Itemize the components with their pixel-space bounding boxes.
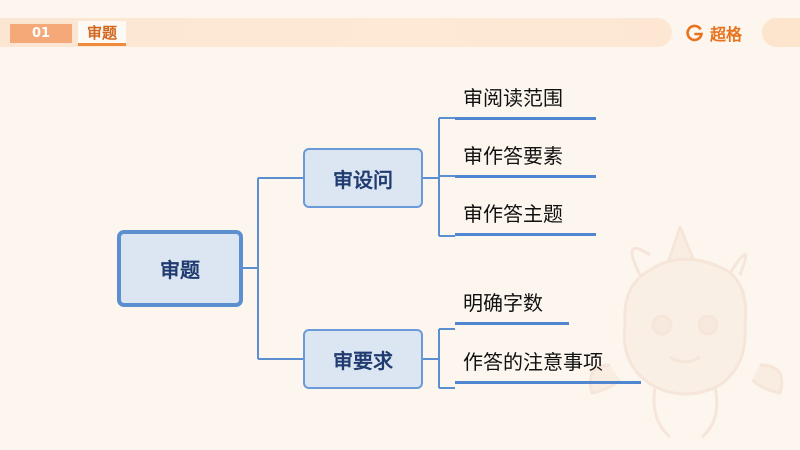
header-right-decoration xyxy=(762,18,800,47)
mindmap-leaf-node: 明确字数 xyxy=(455,287,569,325)
mindmap-leaf-node: 审阅读范围 xyxy=(455,82,596,120)
section-title-underline xyxy=(78,43,126,46)
brand-g-icon xyxy=(686,24,704,42)
section-number: 01 xyxy=(10,24,72,43)
mindmap-branch-node: 审要求 xyxy=(303,329,423,389)
mindmap-leaf-node: 作答的注意事项 xyxy=(455,346,641,384)
brand-logo: 超格 xyxy=(686,20,742,46)
mindmap-leaf-node: 审作答要素 xyxy=(455,140,596,178)
mindmap-root-node: 审题 xyxy=(117,230,243,307)
brand-name: 超格 xyxy=(710,25,743,44)
mindmap-leaf-node: 审作答主题 xyxy=(455,198,596,236)
mindmap-branch-node: 审设问 xyxy=(303,148,423,208)
unicorn-mascot-watermark xyxy=(589,225,784,439)
section-title: 审题 xyxy=(78,21,126,43)
